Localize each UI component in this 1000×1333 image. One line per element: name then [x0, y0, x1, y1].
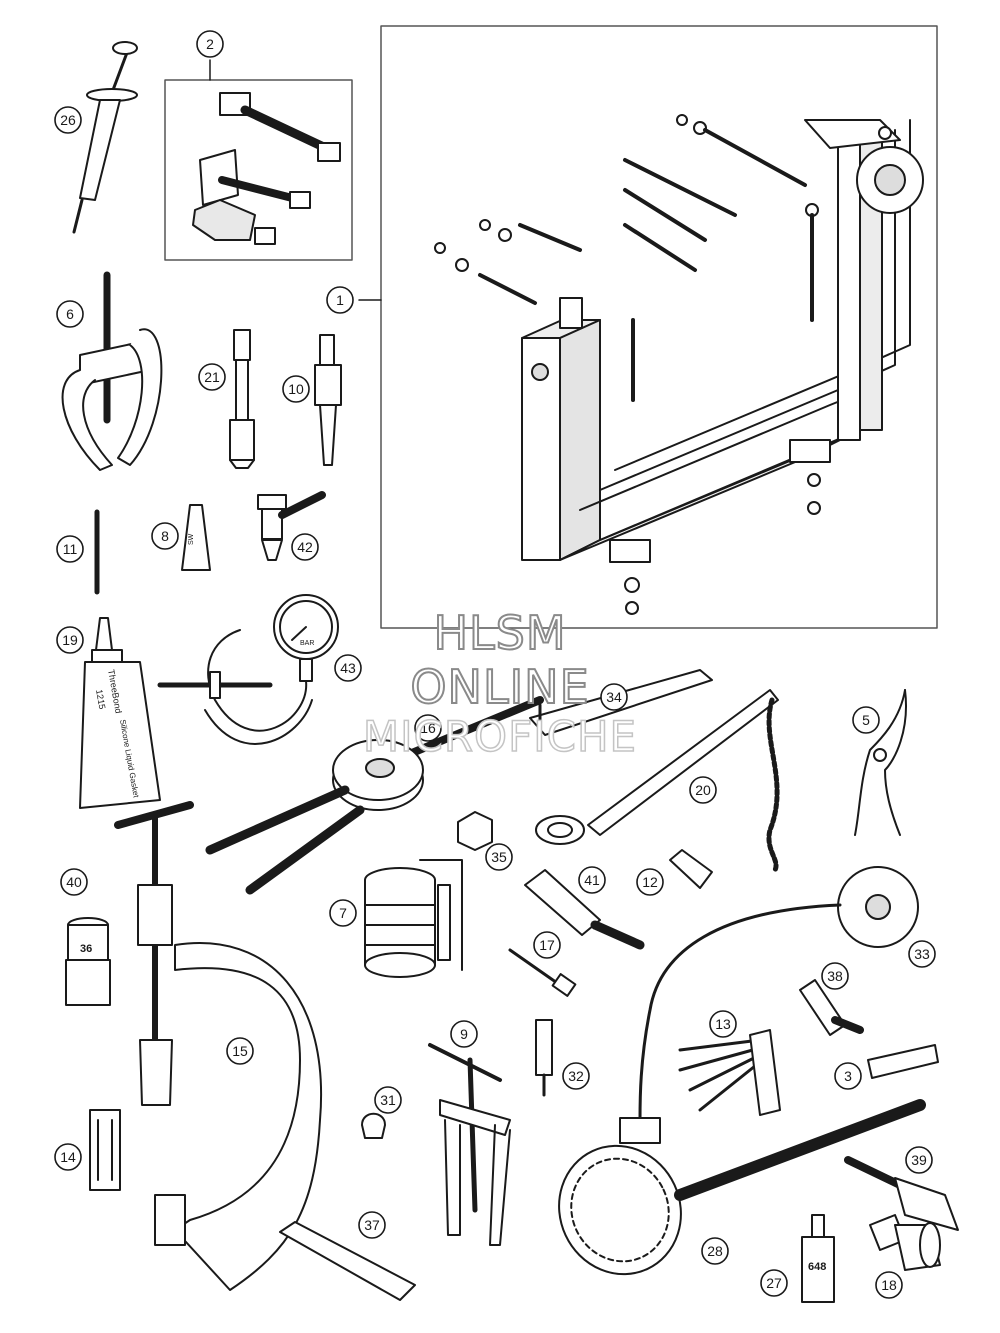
callout-38: 38 — [827, 968, 843, 984]
callout-34: 34 — [606, 689, 622, 705]
socket-nut-drawing — [457, 811, 493, 851]
cone-label: SW — [188, 533, 195, 545]
frame-box-engine-stand — [380, 25, 938, 629]
callout-28: 28 — [707, 1243, 723, 1259]
pin-drawing — [535, 1019, 553, 1097]
callout-6: 6 — [66, 306, 74, 322]
degree-wheel-drawing — [619, 866, 919, 1144]
locking-plate-drawing — [279, 1221, 416, 1301]
frame-box-bearing-puller — [164, 79, 353, 261]
circlip-pliers-drawing — [854, 689, 907, 836]
callout-20: 20 — [695, 782, 711, 798]
callout-39: 39 — [911, 1152, 927, 1168]
valve-tool-drawing — [508, 948, 577, 997]
callout-2: 2 — [206, 36, 214, 52]
callout-14: 14 — [60, 1149, 76, 1165]
engine-stand-drawing — [434, 114, 924, 615]
callout-40: 40 — [66, 874, 82, 890]
clutch-holder-drawing — [558, 1099, 926, 1276]
callout-43: 43 — [340, 660, 356, 676]
callout-17: 17 — [539, 937, 555, 953]
internal-puller-drawing — [314, 334, 342, 466]
callout-11: 11 — [63, 541, 78, 557]
gauge-unit-label: BAR — [300, 640, 314, 647]
callout-15: 15 — [232, 1043, 248, 1059]
socket-36-drawing: 36 — [65, 917, 111, 1006]
leak-tester-drawing — [257, 491, 326, 561]
three-leg-puller-drawing — [428, 1043, 511, 1246]
ring-compressor-drawing — [364, 859, 463, 978]
pressure-gauge-drawing: BAR — [157, 594, 339, 745]
crankshaft-puller-drawing — [205, 696, 544, 895]
feeler-gauge-drawing — [678, 1029, 781, 1116]
callout-circles — [54, 30, 936, 1299]
callout-18: 18 — [881, 1277, 897, 1293]
callout-41: 41 — [584, 872, 600, 888]
callout-3: 3 — [844, 1068, 852, 1084]
callout-12: 12 — [642, 874, 658, 890]
callout-5: 5 — [862, 712, 870, 728]
valve-spring-compressor-drawing — [114, 801, 323, 1291]
chain-holder-drawing — [535, 689, 780, 873]
plug-drawing — [361, 1112, 386, 1139]
two-leg-puller-drawing — [61, 271, 163, 471]
callout-9: 9 — [460, 1026, 468, 1042]
socket-size-label: 36 — [80, 943, 92, 955]
sealant-code-label: 1215 — [94, 689, 107, 710]
callout-21: 21 — [204, 369, 220, 385]
bearing-puller-drawing — [192, 92, 341, 245]
strip-drawing — [867, 1044, 939, 1079]
callout-19: 19 — [62, 632, 78, 648]
callout-32: 32 — [568, 1068, 584, 1084]
callout-16: 16 — [420, 720, 436, 736]
protection-cone-drawing: SW — [181, 504, 211, 571]
callout-10: 10 — [288, 381, 304, 397]
callout-37: 37 — [364, 1217, 380, 1233]
pin-tool-drawing — [229, 329, 255, 469]
callout-8: 8 — [161, 528, 169, 544]
loctite-code-label: 648 — [808, 1261, 826, 1273]
callout-42: 42 — [297, 539, 313, 555]
callout-33: 33 — [914, 946, 930, 962]
callout-13: 13 — [715, 1016, 731, 1032]
callout-27: 27 — [766, 1275, 782, 1291]
cone-plug-drawing — [669, 849, 713, 889]
bolt-sleeve-drawing — [844, 1156, 959, 1231]
loctite-bottle-drawing: 648 — [801, 1214, 835, 1303]
callout-31: 31 — [380, 1092, 396, 1108]
drift-drawing — [524, 869, 645, 950]
adapter-drawing — [869, 1214, 941, 1271]
callout-7: 7 — [339, 905, 347, 921]
callout-26: 26 — [60, 112, 76, 128]
sealant-tube-drawing: ThreeBond 1215 Silicone Liquid Gasket — [79, 617, 161, 809]
cage-drawing — [89, 1109, 121, 1191]
callout-35: 35 — [491, 849, 507, 865]
bushing-drawing — [799, 979, 864, 1036]
callout-1: 1 — [336, 292, 344, 308]
grease-syringe-drawing — [72, 41, 138, 234]
